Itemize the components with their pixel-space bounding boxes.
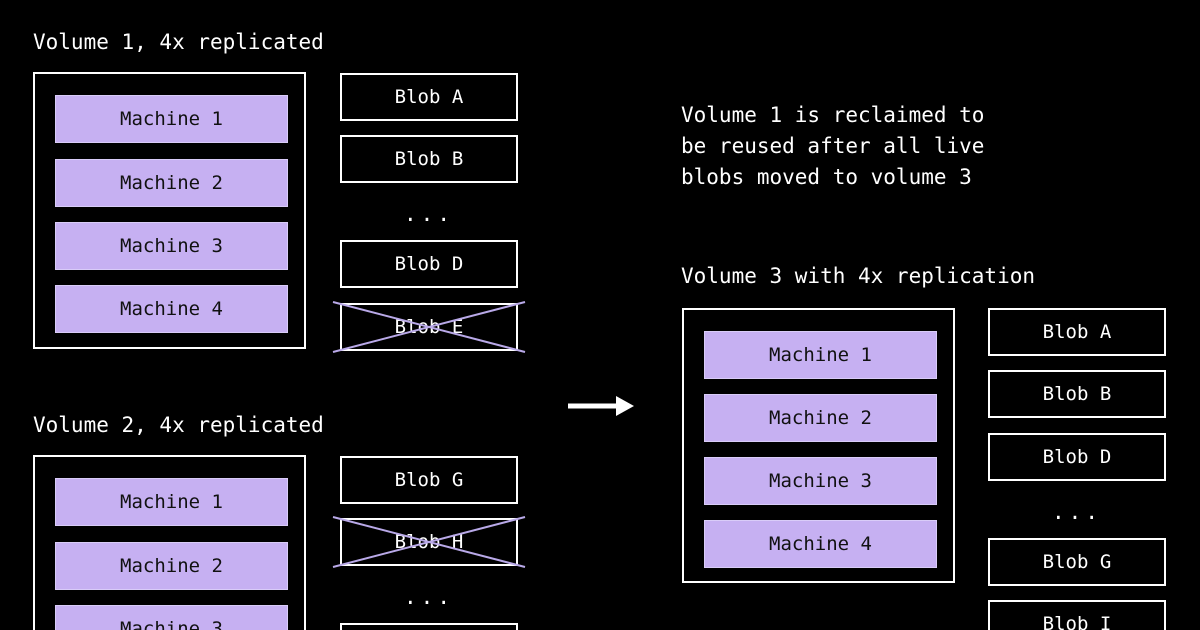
volume-3-blob-i[interactable]: Blob I [988,600,1166,630]
volume-2-machine-1[interactable]: Machine 1 [55,478,288,526]
blob-label: Blob B [394,148,464,170]
volume-1-machine-2[interactable]: Machine 2 [55,159,288,207]
machine-label: Machine 1 [120,491,223,513]
reclaim-note-line-1: Volume 1 is reclaimed to [681,103,985,127]
volume-1-blob-a[interactable]: Blob A [340,73,518,121]
blob-label: Blob B [1042,383,1112,405]
volume-3-heading: Volume 3 with 4x replication [681,264,1036,288]
volume-3-machine-3[interactable]: Machine 3 [704,457,937,505]
blob-label: Blob D [394,253,464,275]
volume-3-machine-4[interactable]: Machine 4 [704,520,937,568]
volume-1-machine-container: Machine 1 Machine 2 Machine 3 Machine 4 [33,72,306,349]
volume-1-machine-1[interactable]: Machine 1 [55,95,288,143]
machine-label: Machine 2 [120,555,223,577]
volume-3-machine-2[interactable]: Machine 2 [704,394,937,442]
volume-1-blob-d[interactable]: Blob D [340,240,518,288]
volume-1-heading: Volume 1, 4x replicated [33,30,324,54]
volume-1-machine-4[interactable]: Machine 4 [55,285,288,333]
volume-3-blob-ellipsis: ... [1052,500,1102,524]
blob-label: Blob E [394,316,464,338]
reclaim-note-line-2: be reused after all live [681,134,985,158]
machine-label: Machine 4 [120,298,223,320]
right-arrow-icon [568,396,634,416]
blob-label: Blob G [394,469,464,491]
blob-label: Blob H [394,531,464,553]
machine-label: Machine 3 [120,235,223,257]
volume-3-blob-b[interactable]: Blob B [988,370,1166,418]
volume-1-blob-e[interactable]: Blob E [340,303,518,351]
blob-label: Blob I [1042,613,1112,630]
blob-label: Blob A [394,86,464,108]
machine-label: Machine 1 [120,108,223,130]
volume-3-machine-container: Machine 1 Machine 2 Machine 3 Machine 4 [682,308,955,583]
volume-2-heading: Volume 2, 4x replicated [33,413,324,437]
volume-1-blob-ellipsis: ... [404,202,454,226]
machine-label: Machine 2 [769,407,872,429]
volume-3-blob-d[interactable]: Blob D [988,433,1166,481]
machine-label: Machine 1 [769,344,872,366]
blob-label: Blob D [1042,446,1112,468]
volume-1-blob-b[interactable]: Blob B [340,135,518,183]
volume-2-machine-3[interactable]: Machine 3 [55,605,288,630]
volume-1-machine-3[interactable]: Machine 3 [55,222,288,270]
machine-label: Machine 3 [769,470,872,492]
volume-2-machine-container: Machine 1 Machine 2 Machine 3 [33,455,306,630]
volume-3-blob-a[interactable]: Blob A [988,308,1166,356]
volume-2-machine-2[interactable]: Machine 2 [55,542,288,590]
volume-2-blob-next[interactable] [340,623,518,630]
volume-2-blob-h[interactable]: Blob H [340,518,518,566]
blob-label: Blob A [1042,321,1112,343]
volume-3-machine-1[interactable]: Machine 1 [704,331,937,379]
machine-label: Machine 2 [120,172,223,194]
machine-label: Machine 4 [769,533,872,555]
volume-2-blob-g[interactable]: Blob G [340,456,518,504]
machine-label: Machine 3 [120,618,223,630]
volume-3-blob-g[interactable]: Blob G [988,538,1166,586]
blob-label: Blob G [1042,551,1112,573]
reclaim-note-line-3: blobs moved to volume 3 [681,165,972,189]
volume-2-blob-ellipsis: ... [404,585,454,609]
